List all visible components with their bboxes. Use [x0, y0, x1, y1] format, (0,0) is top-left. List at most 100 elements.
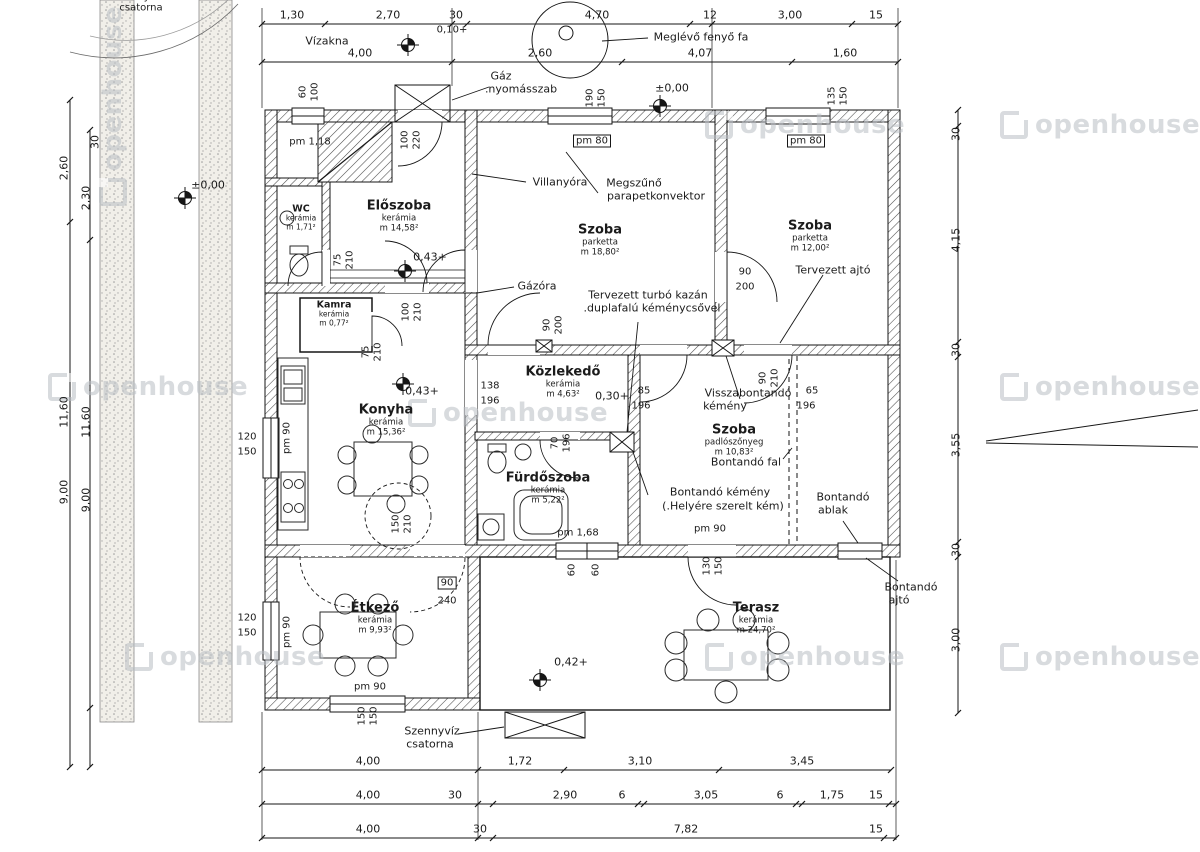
- dim-label: 2,60: [527, 46, 553, 60]
- annotation: (.Helyére szerelt kém): [662, 499, 784, 513]
- dim-label: 12: [703, 8, 717, 22]
- dim-label: 75: [332, 253, 344, 267]
- annotation: Gáz: [490, 69, 512, 83]
- room-area: m 10,83²: [714, 447, 754, 458]
- dim-label: 120: [237, 431, 257, 443]
- dim-label: 60: [297, 85, 309, 99]
- room-material: kerámia: [368, 417, 404, 428]
- room-name: Konyha: [358, 402, 414, 418]
- dim-label: 100: [399, 130, 411, 150]
- room-label-konyha: Konyha kerámia m 15,36²: [359, 402, 414, 437]
- dim-label: 196: [561, 433, 573, 453]
- annotation: ablak: [818, 503, 848, 517]
- dim-label: 6: [618, 788, 626, 802]
- dim-label: 150: [838, 86, 850, 106]
- dim-label: 210: [344, 250, 356, 270]
- room-material: kerámia: [285, 213, 317, 223]
- dim-label: 90: [541, 318, 553, 332]
- dim-label: 30: [949, 127, 963, 141]
- room-area: m 24,70²: [736, 625, 776, 636]
- room-material: kerámia: [357, 615, 393, 626]
- watermark-logo-icon: [1000, 373, 1028, 401]
- dim-label: 4,07: [687, 46, 713, 60]
- dim-label: 150: [356, 706, 368, 726]
- level-label: 0,42+: [554, 655, 588, 669]
- annotation: szennyvíz: [114, 0, 163, 3]
- level-label: 0,30+: [595, 389, 629, 403]
- room-area: m 4,63²: [546, 389, 580, 400]
- dim-label: 150: [237, 627, 257, 639]
- dim-label: 196: [631, 400, 651, 412]
- chimney-symbol: [535, 339, 735, 453]
- annotation: .nyomásszab: [484, 82, 558, 96]
- dim-label: 30: [949, 343, 963, 357]
- watermark: openhouse: [705, 642, 905, 672]
- dim-label: 60: [566, 563, 578, 577]
- watermark-text: openhouse: [83, 372, 249, 402]
- dim-label: 9,00: [79, 487, 93, 513]
- dim-label: pm 90: [281, 422, 293, 454]
- dim-label: 7,82: [673, 822, 699, 836]
- room-area: m 15,36²: [366, 427, 406, 438]
- dim-label: 4,15: [949, 227, 963, 253]
- annotation: .duplafalú kéménycsővel: [583, 301, 721, 315]
- level-label: ±0,00: [655, 81, 689, 95]
- dim-label: 4,70: [584, 8, 610, 22]
- room-label-szoba1: Szoba parketta m 18,80²: [578, 222, 622, 257]
- watermark: openhouse: [1000, 110, 1200, 140]
- dim-label: 90: [757, 371, 769, 385]
- dim-label: 65: [805, 385, 819, 397]
- room-name: Fürdőszoba: [505, 470, 591, 486]
- dim-label: 2,70: [375, 8, 401, 22]
- dim-label: 15: [869, 8, 883, 22]
- room-name: Szoba: [788, 218, 832, 234]
- watermark-text: openhouse: [443, 398, 609, 428]
- watermark-text: openhouse: [1035, 110, 1200, 140]
- dim-label: 220: [411, 130, 423, 150]
- watermark: openhouse: [408, 398, 608, 428]
- dim-label: 2,30: [79, 185, 93, 211]
- dim-label: pm 80: [573, 134, 611, 148]
- annotation: Megszűnő: [606, 176, 662, 190]
- room-area: m 1,71²: [286, 222, 316, 232]
- watermark: openhouse: [125, 642, 325, 672]
- annotation: kémény: [703, 399, 747, 413]
- dim-label: 70: [549, 436, 561, 450]
- dim-label: 100: [400, 302, 412, 322]
- dim-label: 138: [480, 380, 500, 392]
- dim-label: 3,10: [627, 754, 653, 768]
- dim-label: pm 1,18: [289, 136, 331, 148]
- watermark: openhouse: [1000, 372, 1200, 402]
- dim-label: 196: [796, 400, 816, 412]
- dim-label: 11,60: [79, 406, 93, 438]
- annotation: Meglévő fenyő fa: [653, 30, 749, 44]
- dim-label: 85: [637, 385, 651, 397]
- watermark-logo-icon: [99, 178, 127, 206]
- watermark-text: openhouse: [1035, 642, 1200, 672]
- benchmark-symbol: [173, 33, 672, 692]
- openings: [262, 107, 883, 713]
- entry-steps: [394, 84, 451, 123]
- dim-label: 100: [309, 82, 321, 102]
- dim-label: 6: [776, 788, 784, 802]
- room-name: Szoba: [578, 222, 622, 238]
- watermark-logo-icon: [1000, 643, 1028, 671]
- dim-label: 196: [480, 395, 500, 407]
- annotation: Vízakna: [305, 34, 349, 48]
- room-material: kerámia: [381, 213, 417, 224]
- doors: [287, 121, 793, 613]
- room-label-terasz: Terasz kerámia m 24,70²: [733, 600, 779, 635]
- dim-label: pm 90: [354, 681, 386, 693]
- room-area: m 5,22²: [531, 495, 565, 506]
- dim-label: 4,00: [355, 754, 381, 768]
- watermark: openhouse: [48, 372, 248, 402]
- dim-label: 135: [826, 86, 838, 106]
- annotation: Bontandó kémény: [669, 485, 771, 499]
- leaders: [451, 37, 899, 735]
- dim-label: 30: [88, 135, 102, 149]
- room-label-kozlekedo: Közlekedő kerámia m 4,63²: [526, 364, 601, 399]
- room-label-szoba3: Szoba padlószőnyeg m 10,83²: [705, 422, 764, 457]
- dim-label: 210: [769, 368, 781, 388]
- dim-label: 4,00: [355, 788, 381, 802]
